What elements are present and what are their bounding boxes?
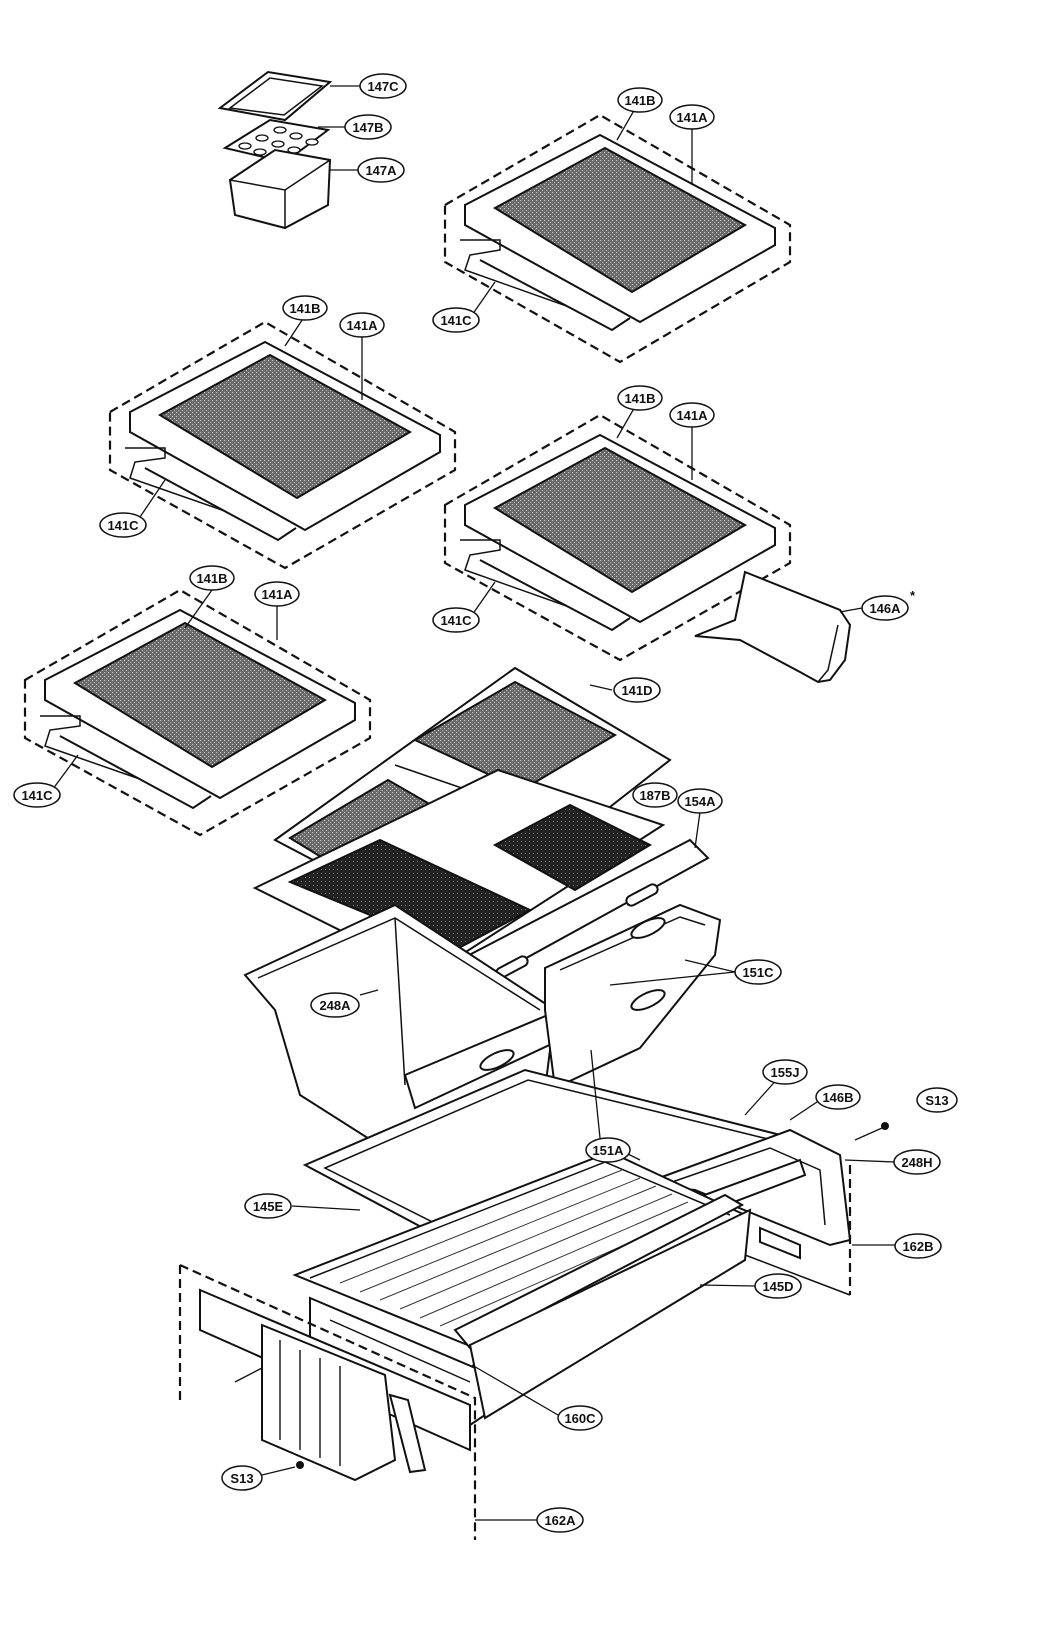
- svg-text:S13: S13: [925, 1093, 948, 1108]
- leader-lines: [49, 85, 896, 1521]
- callout-155J: 155J: [762, 1059, 808, 1085]
- svg-text:160C: 160C: [564, 1411, 596, 1426]
- callout-187B: 187B: [632, 782, 678, 808]
- svg-text:141B: 141B: [289, 301, 320, 316]
- callout-141B-1: 141B: [617, 87, 663, 113]
- svg-text:141B: 141B: [196, 571, 227, 586]
- svg-text:141B: 141B: [624, 93, 655, 108]
- svg-text:141A: 141A: [346, 318, 378, 333]
- egg-tray-lid: [217, 70, 333, 122]
- svg-text:154A: 154A: [684, 794, 716, 809]
- callout-147C: 147C: [359, 73, 407, 99]
- callout-248A: 248A: [310, 992, 360, 1018]
- shelf-top-right: [443, 113, 792, 364]
- callouts: 147C 147B 147A 141B 141A 141C 141B 141A …: [13, 73, 958, 1533]
- svg-text:162B: 162B: [902, 1239, 933, 1254]
- callout-154A: 154A: [677, 788, 723, 814]
- svg-text:147B: 147B: [352, 120, 383, 135]
- svg-text:147A: 147A: [365, 163, 397, 178]
- callout-141A-4: 141A: [254, 581, 300, 607]
- svg-text:145E: 145E: [253, 1199, 284, 1214]
- svg-text:141A: 141A: [676, 110, 708, 125]
- callout-141C-4: 141C: [13, 782, 61, 808]
- svg-text:146A: 146A: [869, 601, 901, 616]
- asterisk-note: *: [910, 588, 916, 603]
- svg-text:S13: S13: [230, 1471, 253, 1486]
- callout-S13-top: S13: [916, 1087, 958, 1113]
- crisper-drawers: [243, 903, 722, 1170]
- svg-text:141D: 141D: [621, 683, 652, 698]
- svg-text:141B: 141B: [624, 391, 655, 406]
- callout-147A: 147A: [357, 157, 405, 183]
- svg-text:155J: 155J: [771, 1065, 800, 1080]
- svg-text:141C: 141C: [21, 788, 53, 803]
- svg-text:151C: 151C: [742, 965, 774, 980]
- callout-145D: 145D: [754, 1273, 802, 1299]
- callout-146B: 146B: [815, 1084, 861, 1110]
- svg-text:162A: 162A: [544, 1513, 576, 1528]
- callout-160C: 160C: [557, 1405, 603, 1431]
- svg-text:141C: 141C: [440, 313, 472, 328]
- svg-text:146B: 146B: [822, 1090, 853, 1105]
- callout-141C-1: 141C: [432, 307, 480, 333]
- callout-141C-2: 141C: [99, 512, 147, 538]
- crisper-cover: [252, 666, 672, 977]
- callout-248H: 248H: [893, 1149, 941, 1175]
- callout-147B: 147B: [344, 114, 392, 140]
- callout-141A-1: 141A: [669, 104, 715, 130]
- svg-text:187B: 187B: [639, 788, 670, 803]
- callout-141C-3: 141C: [432, 607, 480, 633]
- callout-141B-3: 141B: [617, 385, 663, 411]
- svg-text:141A: 141A: [261, 587, 293, 602]
- svg-text:248H: 248H: [901, 1155, 932, 1170]
- callout-151C: 151C: [734, 959, 782, 985]
- crisper-drawer-right: [544, 903, 722, 1090]
- svg-text:141A: 141A: [676, 408, 708, 423]
- callout-141D: 141D: [613, 677, 661, 703]
- callout-151A: 151A: [585, 1137, 631, 1163]
- svg-text:147C: 147C: [367, 79, 399, 94]
- callout-141A-2: 141A: [339, 312, 385, 338]
- callout-145E: 145E: [244, 1193, 292, 1219]
- callout-146A: 146A *: [861, 588, 916, 621]
- callout-141B-2: 141B: [282, 295, 328, 321]
- callout-141A-3: 141A: [669, 402, 715, 428]
- callout-141B-4: 141B: [189, 565, 235, 591]
- front-rail-assembly: [178, 1263, 477, 1540]
- egg-tray-assembly: [217, 70, 333, 230]
- callout-162B: 162B: [894, 1233, 942, 1259]
- svg-text:141C: 141C: [440, 613, 472, 628]
- shelf-mid-right: [443, 413, 852, 684]
- shelf-lower-left: [23, 588, 372, 837]
- svg-text:248A: 248A: [319, 998, 351, 1013]
- svg-text:141C: 141C: [107, 518, 139, 533]
- shelf-mid-left: [108, 320, 457, 570]
- callout-S13-bottom: S13: [221, 1465, 263, 1491]
- crisper-rail: [423, 838, 710, 1002]
- callout-162A: 162A: [536, 1507, 584, 1533]
- svg-text:145D: 145D: [762, 1279, 793, 1294]
- svg-text:151A: 151A: [592, 1143, 624, 1158]
